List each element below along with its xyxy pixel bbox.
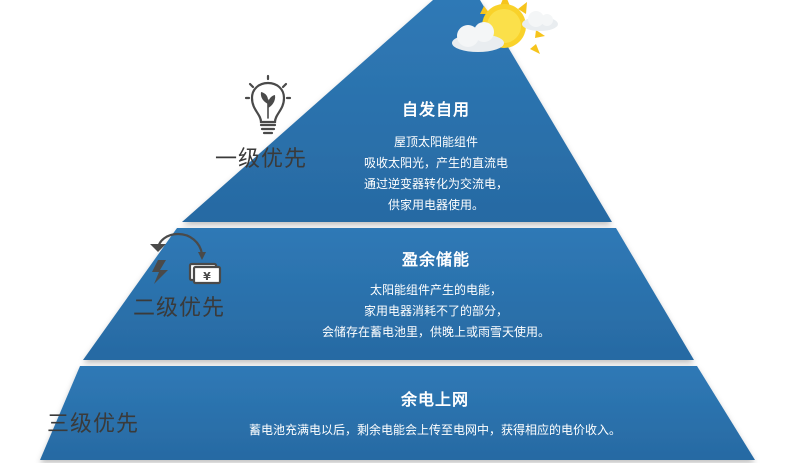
tier-top-text: 自发自用 屋顶太阳能组件 吸收太阳光，产生的直流电 通过逆变器转化为交流电， 供…	[331, 96, 541, 216]
priority-label-second: 二级优先	[133, 296, 226, 321]
sun-icon	[452, 0, 558, 54]
tier-bottom-shape	[40, 366, 755, 460]
cloud-icon	[452, 11, 558, 52]
priority-label-third: 三级优先	[47, 412, 140, 437]
tier-middle-line: 家用电器消耗不了的部分，	[363, 304, 508, 318]
tier-bottom-text: 余电上网 蓄电池充满电以后，剩余电能会上传至电网中，获得相应的电价收入。	[160, 386, 710, 441]
tier-bottom-title: 余电上网	[400, 390, 469, 409]
lightbulb-icon	[244, 74, 292, 135]
tier-middle-line: 会储存在蓄电池里，供晚上或雨雪天使用。	[321, 325, 550, 339]
lightning-icon	[152, 260, 168, 284]
tier-middle-shape	[83, 228, 694, 360]
priority-label-first: 一级优先	[215, 147, 308, 172]
svg-text:¥: ¥	[203, 270, 211, 283]
tier-top-line: 通过逆变器转化为交流电，	[363, 177, 508, 191]
tier-middle-line: 太阳能组件产生的电能，	[369, 283, 502, 297]
tier-top-shape	[182, 0, 612, 222]
tier-top-line: 供家用电器使用。	[387, 198, 484, 212]
tier-middle-title: 盈余储能	[401, 250, 470, 269]
cycle-money-icon: ¥	[150, 232, 222, 285]
tier-middle-text: 盈余储能 太阳能组件产生的电能， 家用电器消耗不了的部分， 会储存在蓄电池里，供…	[263, 246, 609, 343]
tier-top-line: 吸收太阳光，产生的直流电	[363, 156, 508, 170]
tier-top-title: 自发自用	[401, 100, 470, 119]
tier-top-line: 屋顶太阳能组件	[393, 135, 478, 149]
tier-bottom-line: 蓄电池充满电以后，剩余电能会上传至电网中，获得相应的电价收入。	[248, 423, 621, 437]
